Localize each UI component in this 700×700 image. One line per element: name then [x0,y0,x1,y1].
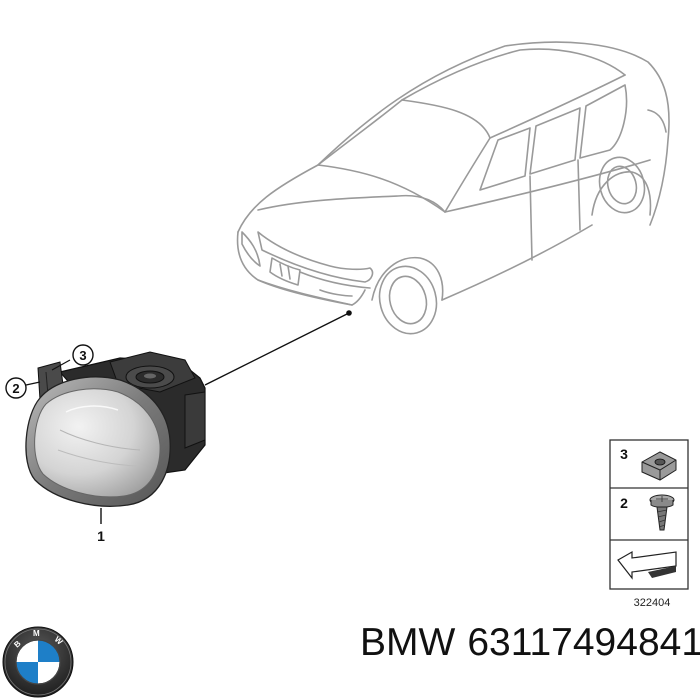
part-caption: BMW 63117494841 [360,618,700,668]
hardware-legend: 3 2 322404 [609,439,689,609]
callout-3: 3 [51,344,94,371]
diagram-number: 322404 [634,597,671,609]
callout-3-label: 3 [79,348,86,363]
car-illustration [236,41,670,335]
callout-1: 1 [97,508,105,544]
leader-line [204,312,350,386]
callout-2: 2 [5,377,41,399]
screw-icon [649,494,675,531]
svg-text:W: W [53,635,65,647]
brand-label: BMW [360,621,456,664]
svg-text:B: B [12,639,22,650]
part-number: 63117494841 [467,621,700,664]
fog-lamp-part-1 [25,351,206,507]
legend-item-2-number: 2 [620,495,628,511]
legend-item-3-number: 3 [620,446,628,462]
svg-text:M: M [33,629,40,638]
callout-2-label: 2 [12,381,19,396]
clip-nut-icon [641,451,677,481]
callout-1-label: 1 [97,528,105,544]
arrow-pictogram-icon [617,550,677,580]
bmw-roundel-logo: B M W [2,626,74,698]
